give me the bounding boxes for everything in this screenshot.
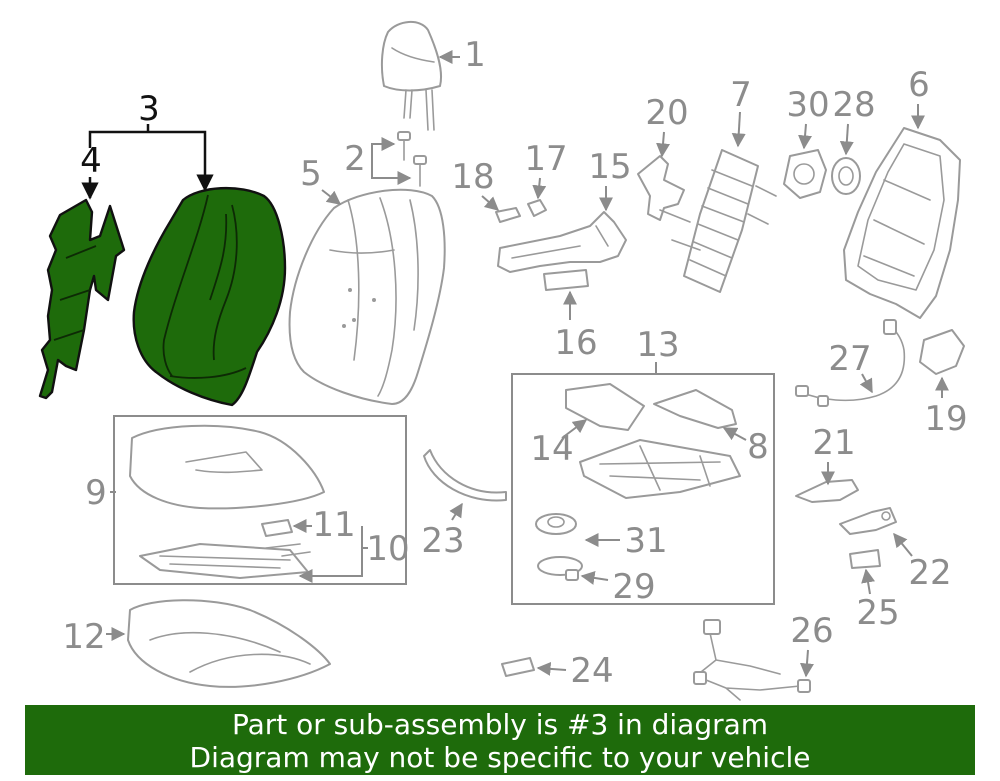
callout-9: 9: [85, 473, 107, 513]
callout-5-leader: [321, 189, 342, 205]
callout-4: 4: [80, 141, 102, 181]
callout-30-leader: [798, 123, 813, 150]
part-14-cover[interactable]: [565, 383, 645, 431]
callout-27-leader: [859, 373, 873, 394]
group-box-13: [511, 373, 775, 605]
part-22-bracket[interactable]: [839, 507, 897, 535]
part-11-sensor[interactable]: [261, 519, 293, 537]
callout-19: 19: [924, 399, 967, 439]
callout-29: 29: [612, 567, 655, 607]
part-25-clip[interactable]: [849, 549, 881, 569]
callout-1: 1: [464, 35, 486, 75]
callout-2-leader-b: [371, 162, 412, 185]
callout-24-leader: [536, 661, 567, 676]
callout-30: 30: [786, 85, 829, 125]
part-15-side-cover[interactable]: [497, 211, 627, 273]
callout-8-leader: [722, 427, 747, 441]
part-29-motor[interactable]: [537, 556, 583, 581]
part-2-headrest-guides[interactable]: [397, 131, 427, 187]
callout-20-leader: [656, 131, 671, 158]
callout-8: 8: [747, 427, 769, 467]
part-5-seatback-cushion[interactable]: [288, 188, 446, 405]
part-7-lumbar-support[interactable]: [659, 149, 777, 293]
callout-22: 22: [908, 553, 951, 593]
callout-2: 2: [344, 139, 366, 179]
callout-6: 6: [908, 65, 930, 105]
callout-25-leader: [861, 568, 875, 595]
callout-7: 7: [730, 75, 752, 115]
part-seat-track-frame[interactable]: [579, 439, 741, 499]
part-27-harness[interactable]: [795, 319, 906, 407]
callout-27: 27: [828, 339, 871, 379]
callout-10: 10: [366, 529, 409, 569]
part-1-headrest[interactable]: [380, 21, 442, 131]
callout-17-leader: [532, 177, 547, 200]
banner-line-1: Part or sub-assembly is #3 in diagram: [231, 708, 769, 741]
callout-31: 31: [624, 521, 667, 561]
part-19-cover[interactable]: [919, 329, 965, 375]
part-9-seat-cushion-pad[interactable]: [129, 424, 325, 510]
callout-16: 16: [554, 323, 597, 363]
callout-3: 3: [138, 89, 160, 129]
info-banner: Part or sub-assembly is #3 in diagram Di…: [25, 705, 975, 775]
callout-29-leader: [580, 570, 609, 585]
callout-18: 18: [451, 157, 494, 197]
callout-2-leader-a: [371, 137, 396, 162]
part-17-clip[interactable]: [527, 199, 547, 217]
banner-line-2: Diagram may not be specific to your vehi…: [189, 741, 811, 774]
callout-18-leader: [481, 195, 500, 211]
part-20-bracket[interactable]: [637, 155, 685, 221]
part-18-clip[interactable]: [495, 207, 521, 223]
callout-17: 17: [524, 139, 567, 179]
part-10-heater-mat[interactable]: [139, 543, 311, 579]
callout-5: 5: [300, 154, 322, 194]
part-31-motor[interactable]: [535, 513, 577, 535]
callout-21: 21: [812, 423, 855, 463]
part-24-cap[interactable]: [501, 657, 535, 677]
part-26-harness[interactable]: [693, 619, 811, 701]
callout-7-leader: [731, 111, 746, 148]
part-30-motor[interactable]: [783, 149, 827, 199]
part-16-bracket[interactable]: [543, 269, 589, 291]
part-3-seatback-cover[interactable]: [132, 186, 287, 407]
group-box-9-10-11: [113, 415, 407, 585]
part-28-gear[interactable]: [831, 157, 861, 195]
callout-14-leader: [561, 419, 588, 439]
part-8-bracket[interactable]: [653, 389, 737, 429]
callout-22-leader: [893, 532, 913, 557]
part-4-seatback-pad[interactable]: [38, 198, 126, 400]
callout-26-leader: [799, 649, 814, 678]
part-6-seatback-frame[interactable]: [843, 127, 961, 319]
callout-15: 15: [588, 147, 631, 187]
callout-25: 25: [856, 593, 899, 633]
callout-23-leader: [449, 502, 463, 521]
callout-28: 28: [832, 85, 875, 125]
callout-12: 12: [62, 617, 105, 657]
callout-23: 23: [421, 521, 464, 561]
callout-26: 26: [790, 611, 833, 651]
callout-28-leader: [839, 123, 854, 156]
callout-11: 11: [312, 505, 355, 545]
callout-3-leader: [88, 130, 214, 192]
callout-13: 13: [636, 325, 679, 365]
part-23-trim[interactable]: [423, 449, 507, 502]
callout-24: 24: [570, 651, 613, 691]
callout-10-leader: [298, 526, 363, 583]
callout-20: 20: [645, 93, 688, 133]
part-12-cushion-cover[interactable]: [127, 599, 331, 688]
